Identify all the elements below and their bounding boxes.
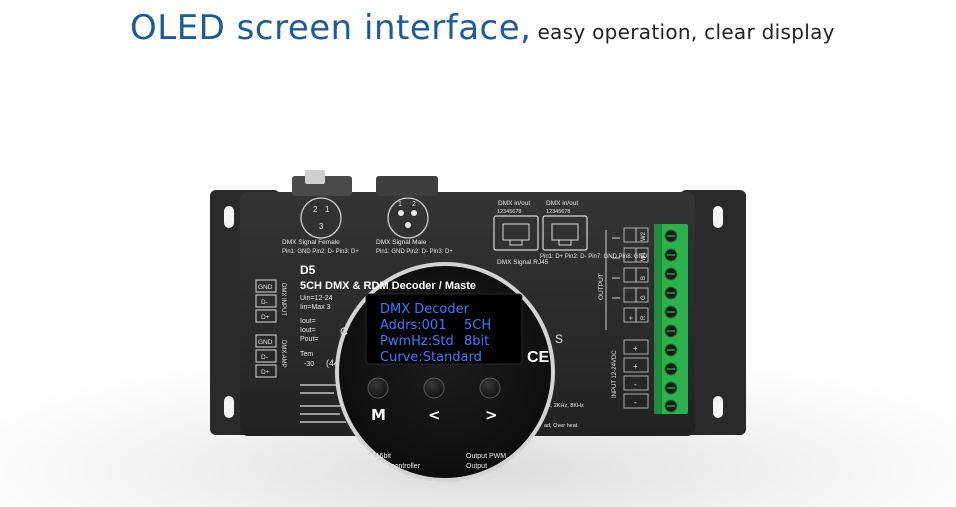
rj45-digits-1: 12345678: [497, 209, 521, 215]
headline-sub: easy operation, clear display: [537, 20, 835, 44]
ce-mark: CE: [527, 349, 550, 366]
input-minus-1: -: [634, 380, 637, 389]
svg-text:3: 3: [319, 222, 324, 231]
xlr-female-connector: 2 1 3: [292, 170, 352, 239]
terminal-dplus-1: D+: [261, 314, 270, 321]
dmx-amp-label: DMX AMP: [280, 340, 286, 368]
oled-line-2: Addrs:001: [380, 318, 446, 333]
menu-button-label: M: [371, 406, 386, 424]
spec-pout: Pout=: [300, 336, 319, 343]
green-terminal-strip: [654, 224, 688, 414]
terminal-gnd-2: GND: [258, 339, 273, 346]
spec-imax: Iin=Max 3: [300, 304, 331, 311]
xlr-male-connector: 1 2: [376, 176, 438, 239]
rj45-pins: Pin1: D+ Pin2: D- Pin7: GND Pin8: GND: [540, 254, 648, 260]
spec-uin: Uin=12-24: [300, 295, 333, 302]
bottom-text-1: t / 16bit: [368, 453, 391, 460]
model-name: D5: [300, 263, 316, 277]
dmx-male-pins: Pin1: GND Pin2: D- Pin3: D+: [376, 249, 453, 255]
mounting-flange-right: [680, 190, 746, 435]
input-plus-1: +: [633, 344, 638, 353]
svg-text:2: 2: [412, 201, 416, 208]
channel-w2: W2: [641, 231, 647, 241]
lens-small-text: s: [344, 435, 348, 442]
right-button[interactable]: [479, 377, 501, 399]
svg-text:1: 1: [325, 205, 330, 214]
bottom-text-2: RGB controller: [374, 463, 421, 470]
output-label: OUTPUT: [598, 273, 605, 300]
menu-button[interactable]: [367, 377, 389, 399]
left-button-label: <: [428, 406, 441, 424]
left-terminal-block-top: GND D- D+: [255, 279, 277, 323]
headline-main: OLED screen interface,: [130, 8, 532, 48]
bottom-text-3: Output PWM: [466, 453, 506, 460]
terminal-gnd-1: GND: [258, 284, 273, 291]
lens-spec-iout: C: [340, 326, 348, 338]
svg-text:1: 1: [398, 201, 402, 208]
dmx-female-label: DMX Signal Female: [282, 239, 340, 246]
fine-print-left: [300, 384, 346, 423]
oled-line-2-right: 5CH: [464, 318, 491, 333]
product-name: 5CH DMX & RDM Decoder / Maste: [300, 280, 476, 292]
headline: OLED screen interface,easy operation, cl…: [130, 8, 835, 48]
s-mark: S: [555, 332, 563, 346]
rj45-inout-label-2: DMX in/out: [546, 200, 578, 207]
dmx-male-label: DMX Signal Male: [376, 239, 427, 246]
svg-text:2: 2: [313, 205, 318, 214]
channel-b: B: [641, 276, 647, 280]
channel-g: G: [641, 295, 647, 300]
rj45-digits-2: 12345678: [546, 209, 570, 215]
right-button-label: >: [485, 406, 498, 424]
terminal-dplus-2: D+: [261, 369, 270, 376]
channel-label-column: W2 W1 B G R + + + - -: [623, 227, 649, 409]
spec-iout: Iout=: [300, 318, 316, 325]
input-plus-2: +: [633, 362, 638, 371]
input-label: INPUT 12-24VDC: [612, 350, 618, 398]
terminal-dminus-1: D-: [261, 299, 268, 306]
right-spec-1: Hz, 2KHz, 8KHz: [544, 403, 584, 409]
oled-line-1: DMX Decoder: [380, 302, 470, 317]
rj45-inout-label-1: DMX in/out: [498, 200, 530, 207]
channel-plus: +: [628, 316, 635, 320]
terminal-dminus-2: D-: [261, 354, 268, 361]
spec-temp-2: -30: [304, 361, 314, 368]
right-spec-3: ad, Over heat: [544, 423, 578, 429]
left-button[interactable]: [423, 377, 445, 399]
spec-iout-2: Iout=: [300, 327, 316, 334]
channel-r: R: [641, 315, 647, 320]
channel-w1: W1: [641, 251, 647, 261]
rj45-label: DMX Signal RJ45: [497, 259, 549, 266]
oled-line-4: Curve:Standard: [380, 350, 482, 365]
rj45-port-1: DMX in/out 12345678: [493, 200, 539, 251]
left-terminal-block-bottom: GND D- D+: [255, 334, 277, 378]
input-minus-2: -: [634, 398, 637, 407]
rj45-port-2: DMX in/out 12345678: [542, 200, 588, 251]
oled-line-3-right: 8bit: [464, 334, 489, 349]
oled-screen: DMX Decoder Addrs:001 5CH PwmHz:Std 8bit…: [365, 293, 523, 365]
spec-temp: Tem: [300, 351, 313, 358]
dmx-female-pins: Pin1: GND Pin2: D- Pin3: D+: [282, 249, 359, 255]
bottom-text-4: Output: [466, 463, 487, 470]
oled-line-3: PwmHz:Std: [380, 334, 454, 349]
output-led-icons: [605, 230, 620, 330]
dmx-input-label: DMX INPUT: [280, 283, 286, 316]
